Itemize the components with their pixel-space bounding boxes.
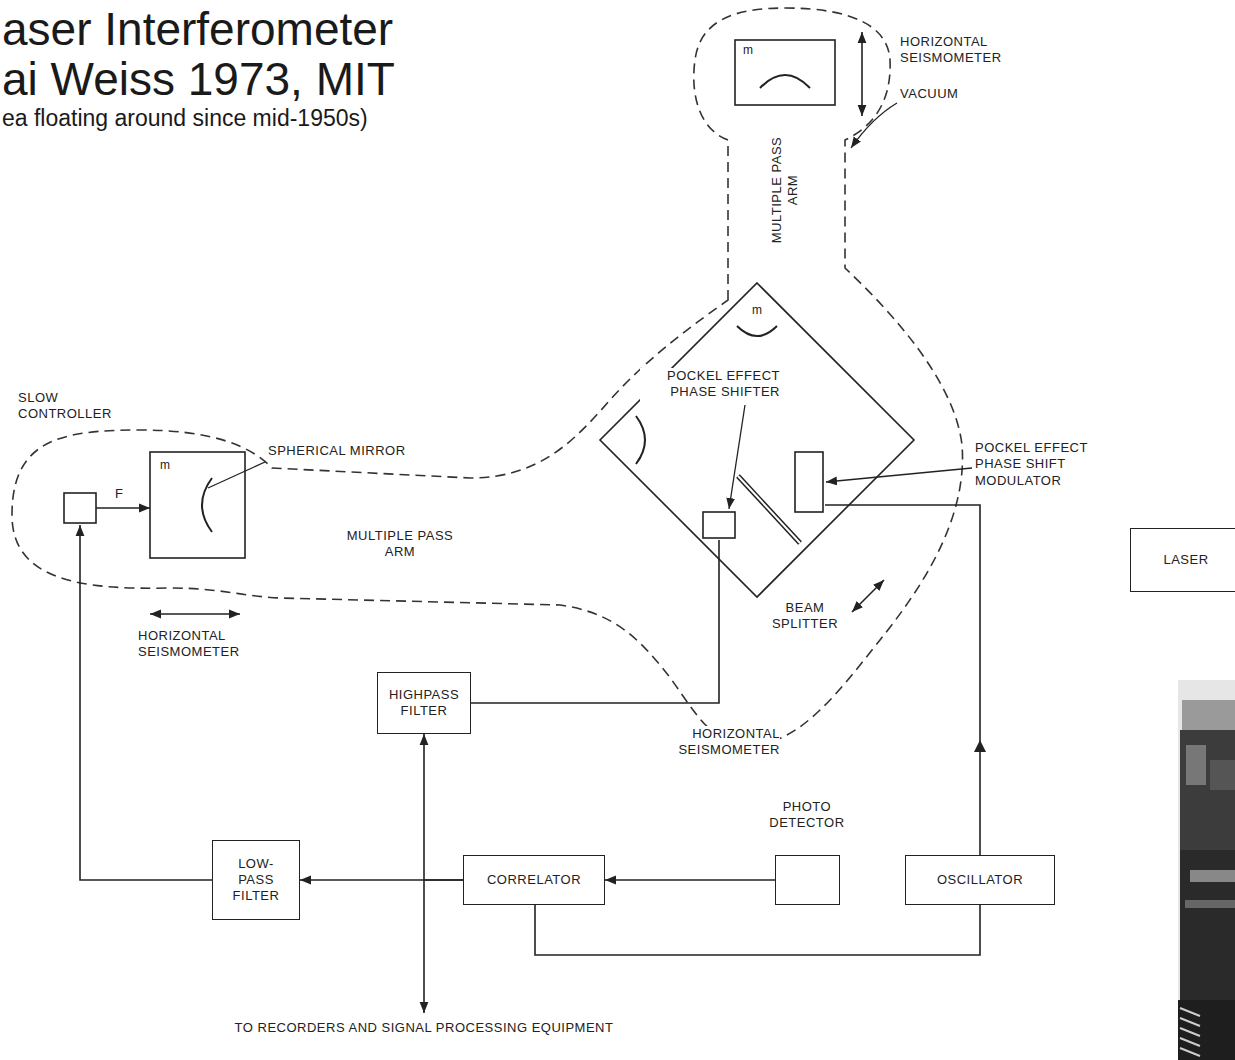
- signal-wire: [80, 525, 212, 880]
- mirror: [636, 416, 645, 464]
- controller-label: SLOW CONTROLLER: [18, 390, 126, 423]
- mirror: [737, 326, 777, 336]
- leader-line: [208, 462, 265, 488]
- beam-splitter: [738, 476, 800, 543]
- output-label: TO RECORDERS AND SIGNAL PROCESSING EQUIP…: [235, 1020, 614, 1036]
- phase-modulator: [795, 452, 823, 512]
- slide-subtitle: ai Weiss 1973, MIT: [2, 54, 395, 105]
- beam-splitter-core: [738, 476, 800, 543]
- signal-connector: [605, 879, 775, 881]
- signal-wire: [423, 880, 425, 1013]
- box-label: CORRELATOR: [487, 872, 581, 888]
- force-label: F: [115, 486, 123, 502]
- mirror: [202, 478, 212, 532]
- photo-detail: [1180, 730, 1235, 850]
- box-heading: PHOTO DETECTOR: [757, 799, 857, 832]
- filter-box: HIGHPASS FILTER: [377, 672, 471, 734]
- slide-note: ea floating around since mid-1950s): [2, 106, 368, 131]
- box-label: HIGHPASS FILTER: [384, 687, 464, 720]
- vacuum-label: VACUUM: [900, 86, 958, 102]
- photo-detail: [1178, 680, 1235, 1060]
- detector-box: PHOTO DETECTOR: [775, 855, 840, 905]
- photo-detail: [1210, 760, 1235, 790]
- arm-label: MULTIPLE PASS ARM: [336, 528, 464, 561]
- photo-detail: [1186, 745, 1206, 785]
- box-label: LOW-PASS FILTER: [229, 856, 283, 905]
- splitter-label: BEAM SPLITTER: [765, 600, 845, 633]
- slow-controller: [64, 493, 96, 523]
- signal-wire: [825, 505, 980, 855]
- mass-label: m: [752, 303, 763, 318]
- box-label: LASER: [1163, 552, 1208, 568]
- box-label: OSCILLATOR: [937, 872, 1023, 888]
- phase-shifter-label: POCKEL EFFECT PHASE SHIFTER: [640, 368, 780, 401]
- photo-detail: [1182, 700, 1235, 730]
- signal-connector: [535, 905, 980, 955]
- correlator-box: CORRELATOR: [463, 855, 605, 905]
- force-arrow: [96, 507, 150, 509]
- signal-connector: [424, 734, 463, 880]
- mass-box: [150, 452, 245, 558]
- photo-detail: [1190, 870, 1235, 882]
- central-mass: [600, 283, 914, 597]
- leader-line: [851, 103, 897, 148]
- modulator-label: POCKEL EFFECT PHASE SHIFT MODULATOR: [975, 440, 1100, 489]
- leader-line: [729, 405, 745, 509]
- mirror-label: SPHERICAL MIRROR: [268, 443, 406, 459]
- motion-arrow: [150, 613, 240, 615]
- photograph: [1178, 680, 1235, 1060]
- laser-box: LASER: [1130, 528, 1235, 592]
- leader-line: [826, 468, 972, 482]
- filter-box: LOW-PASS FILTER: [212, 840, 300, 920]
- motion-arrow: [861, 32, 863, 116]
- photo-detail: [1180, 1008, 1200, 1056]
- mirror: [760, 75, 810, 88]
- photo-detail: [1185, 900, 1235, 908]
- motion-arrow: [852, 580, 884, 612]
- slide-title: aser Interferometer: [2, 4, 393, 55]
- photo-detail: [1178, 1000, 1235, 1060]
- seismometer-label: HORIZONTAL SEISMOMETER: [138, 628, 256, 661]
- oscillator-box: OSCILLATOR: [905, 855, 1055, 905]
- mass-label: m: [160, 458, 171, 473]
- photo-detail: [1180, 850, 1235, 1000]
- seismometer-label: HORIZONTAL SEISMOMETER: [900, 34, 1018, 67]
- seismometer-label: HORIZONTAL SEISMOMETER: [662, 726, 780, 759]
- arrowhead: [974, 740, 986, 752]
- arm-label: MULTIPLE PASS ARM: [769, 126, 802, 254]
- signal-wire: [470, 540, 719, 703]
- mass-box: [735, 40, 835, 105]
- phase-shifter: [703, 512, 735, 538]
- mass-label: m: [743, 43, 754, 58]
